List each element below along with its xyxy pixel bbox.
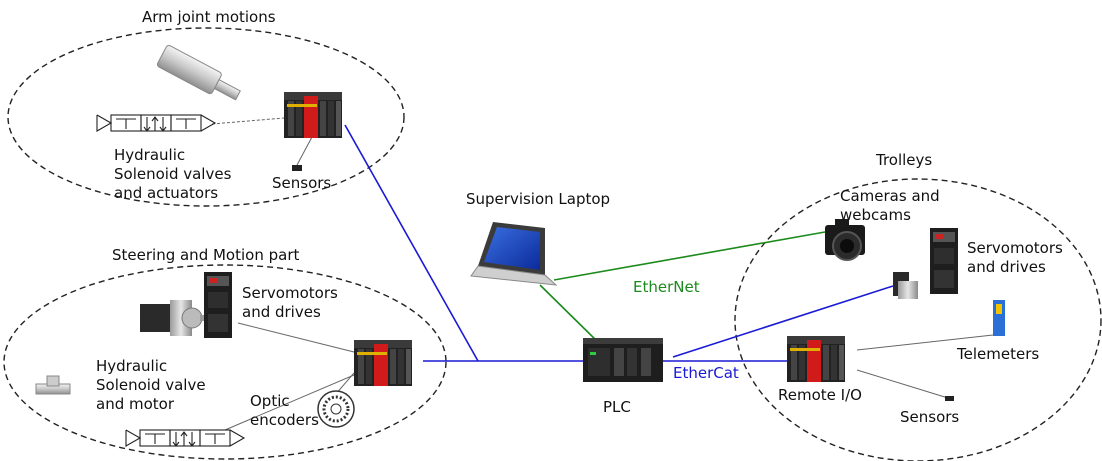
trolleys-servo-label: Servomotors and drives [967, 239, 1063, 276]
ethercat-links [344, 124, 894, 362]
steering-valve-label: Hydraulic Solenoid valve and motor [96, 357, 206, 413]
hydraulic-actuator-icon [156, 44, 241, 101]
ethernet-label: EtherNet [633, 278, 700, 296]
trolleys-cameras-label: Cameras and webcams [840, 187, 940, 224]
io-module-icon [354, 340, 412, 386]
steering-encoders-label: Optic encoders [250, 392, 319, 429]
ethercat-link-servo [672, 285, 894, 358]
sensor-wires [211, 117, 994, 431]
steering-group-title: Steering and Motion part [112, 246, 300, 264]
trolleys-group-ellipse [734, 178, 1102, 461]
arm-group-title: Arm joint motions [142, 8, 276, 26]
servo-drive-icon [930, 228, 958, 294]
steering-group-ellipse [3, 264, 447, 460]
ethercat-label: EtherCat [673, 364, 739, 382]
laptop-icon [470, 222, 558, 286]
solenoid-valve-icon [125, 429, 245, 447]
telemeter-icon [993, 300, 1005, 336]
hydraulic-motor-icon [35, 375, 71, 395]
trolleys-telemeters-label: Telemeters [957, 345, 1040, 363]
arm-group-ellipse [7, 27, 405, 207]
remote-io-label: Remote I/O [778, 386, 862, 404]
ethercat-link-arm [344, 124, 479, 362]
optic-encoder-icon [317, 390, 355, 428]
servo-drive-icon [204, 272, 232, 338]
trolleys-group-title: Trolleys [876, 151, 933, 169]
steering-servo-label: Servomotors and drives [242, 284, 338, 321]
ethernet-link-camera [553, 231, 826, 281]
ethernet-links [539, 231, 826, 348]
io-module-icon [787, 336, 845, 382]
solenoid-valve-icon [96, 114, 216, 132]
laptop-label: Supervision Laptop [466, 190, 611, 208]
arm-valves-label: Hydraulic Solenoid valves and actuators [114, 146, 232, 202]
trolleys-sensors-label: Sensors [900, 408, 960, 426]
servomotor-icon [139, 299, 209, 337]
camera-icon [825, 219, 865, 261]
servomotor-icon [893, 272, 918, 299]
io-module-icon [284, 92, 342, 138]
sensor-icon [945, 396, 954, 401]
plc-icon [583, 338, 663, 382]
ethernet-link-laptop-plc [539, 284, 604, 348]
group-ellipses [3, 27, 1102, 461]
plc-label: PLC [603, 398, 631, 416]
arm-sensors-label: Sensors [272, 174, 332, 192]
sensor-icon [292, 165, 302, 171]
